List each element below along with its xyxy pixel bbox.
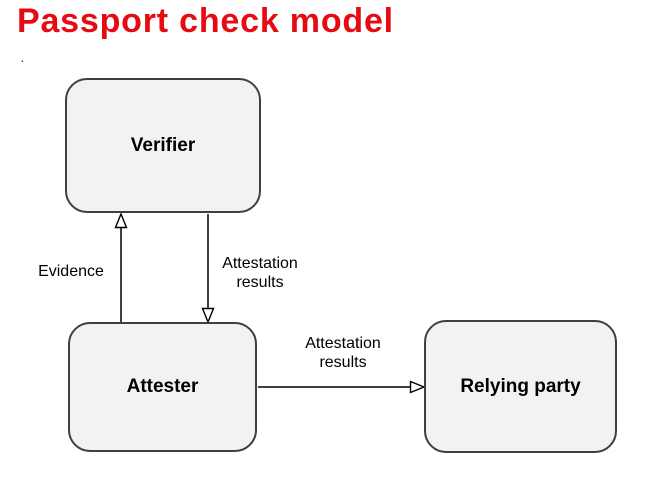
- node-relying-party-label: Relying party: [460, 375, 581, 397]
- edge-label-evidence: Evidence: [38, 263, 104, 280]
- edge-attestation-right: [258, 380, 426, 394]
- node-relying-party: Relying party: [424, 320, 617, 453]
- node-attester-label: Attester: [126, 376, 199, 397]
- edge-evidence-up: [114, 212, 128, 322]
- edge-label-attestation-results-right: Attestation results: [305, 335, 381, 371]
- edge-label-attestation-results-down: Attestation results: [222, 255, 298, 291]
- stray-period-mark: .: [21, 54, 24, 65]
- node-verifier-label: Verifier: [130, 134, 196, 156]
- page-title: Passport check model: [17, 2, 394, 40]
- node-attester: Attester: [68, 322, 257, 452]
- node-verifier: Verifier: [65, 78, 261, 213]
